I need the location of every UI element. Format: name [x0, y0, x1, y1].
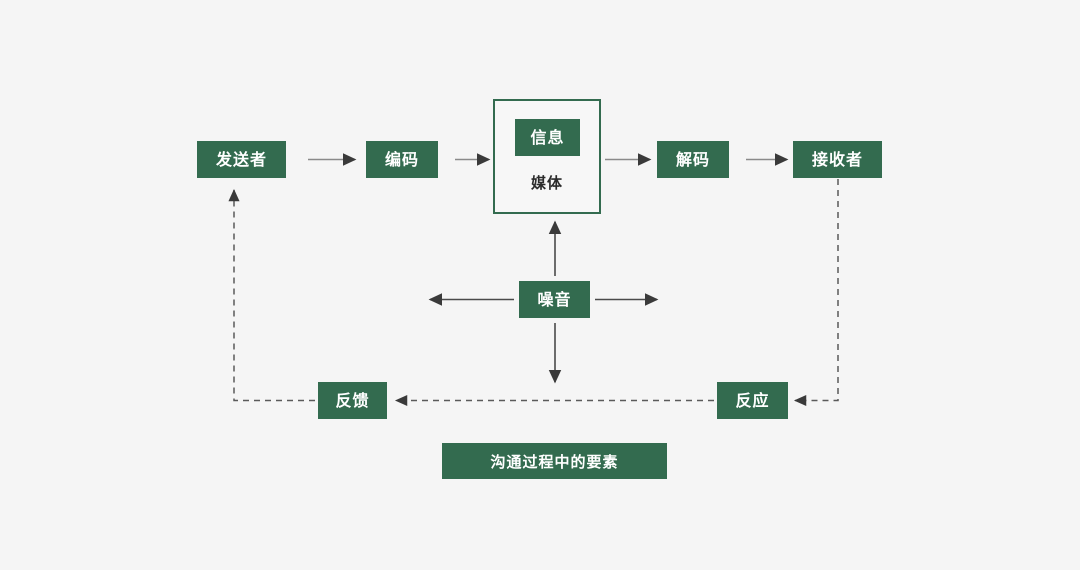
node-media-label: 媒体: [530, 174, 563, 192]
edge-feedback-to-sender: [228, 188, 315, 402]
node-receiver[interactable]: 接收者: [793, 141, 882, 178]
diagram-caption: 沟通过程中的要素: [442, 443, 667, 479]
node-noise[interactable]: 噪音: [519, 281, 590, 318]
node-message[interactable]: 信息: [515, 119, 580, 156]
node-feedback[interactable]: 反馈: [318, 382, 387, 419]
node-sender[interactable]: 发送者: [197, 141, 286, 178]
node-response[interactable]: 反应: [717, 382, 788, 419]
edge-receiver-to-response: [793, 179, 839, 407]
node-encode[interactable]: 编码: [366, 141, 438, 178]
media-frame: [493, 99, 601, 214]
node-decode[interactable]: 解码: [657, 141, 729, 178]
